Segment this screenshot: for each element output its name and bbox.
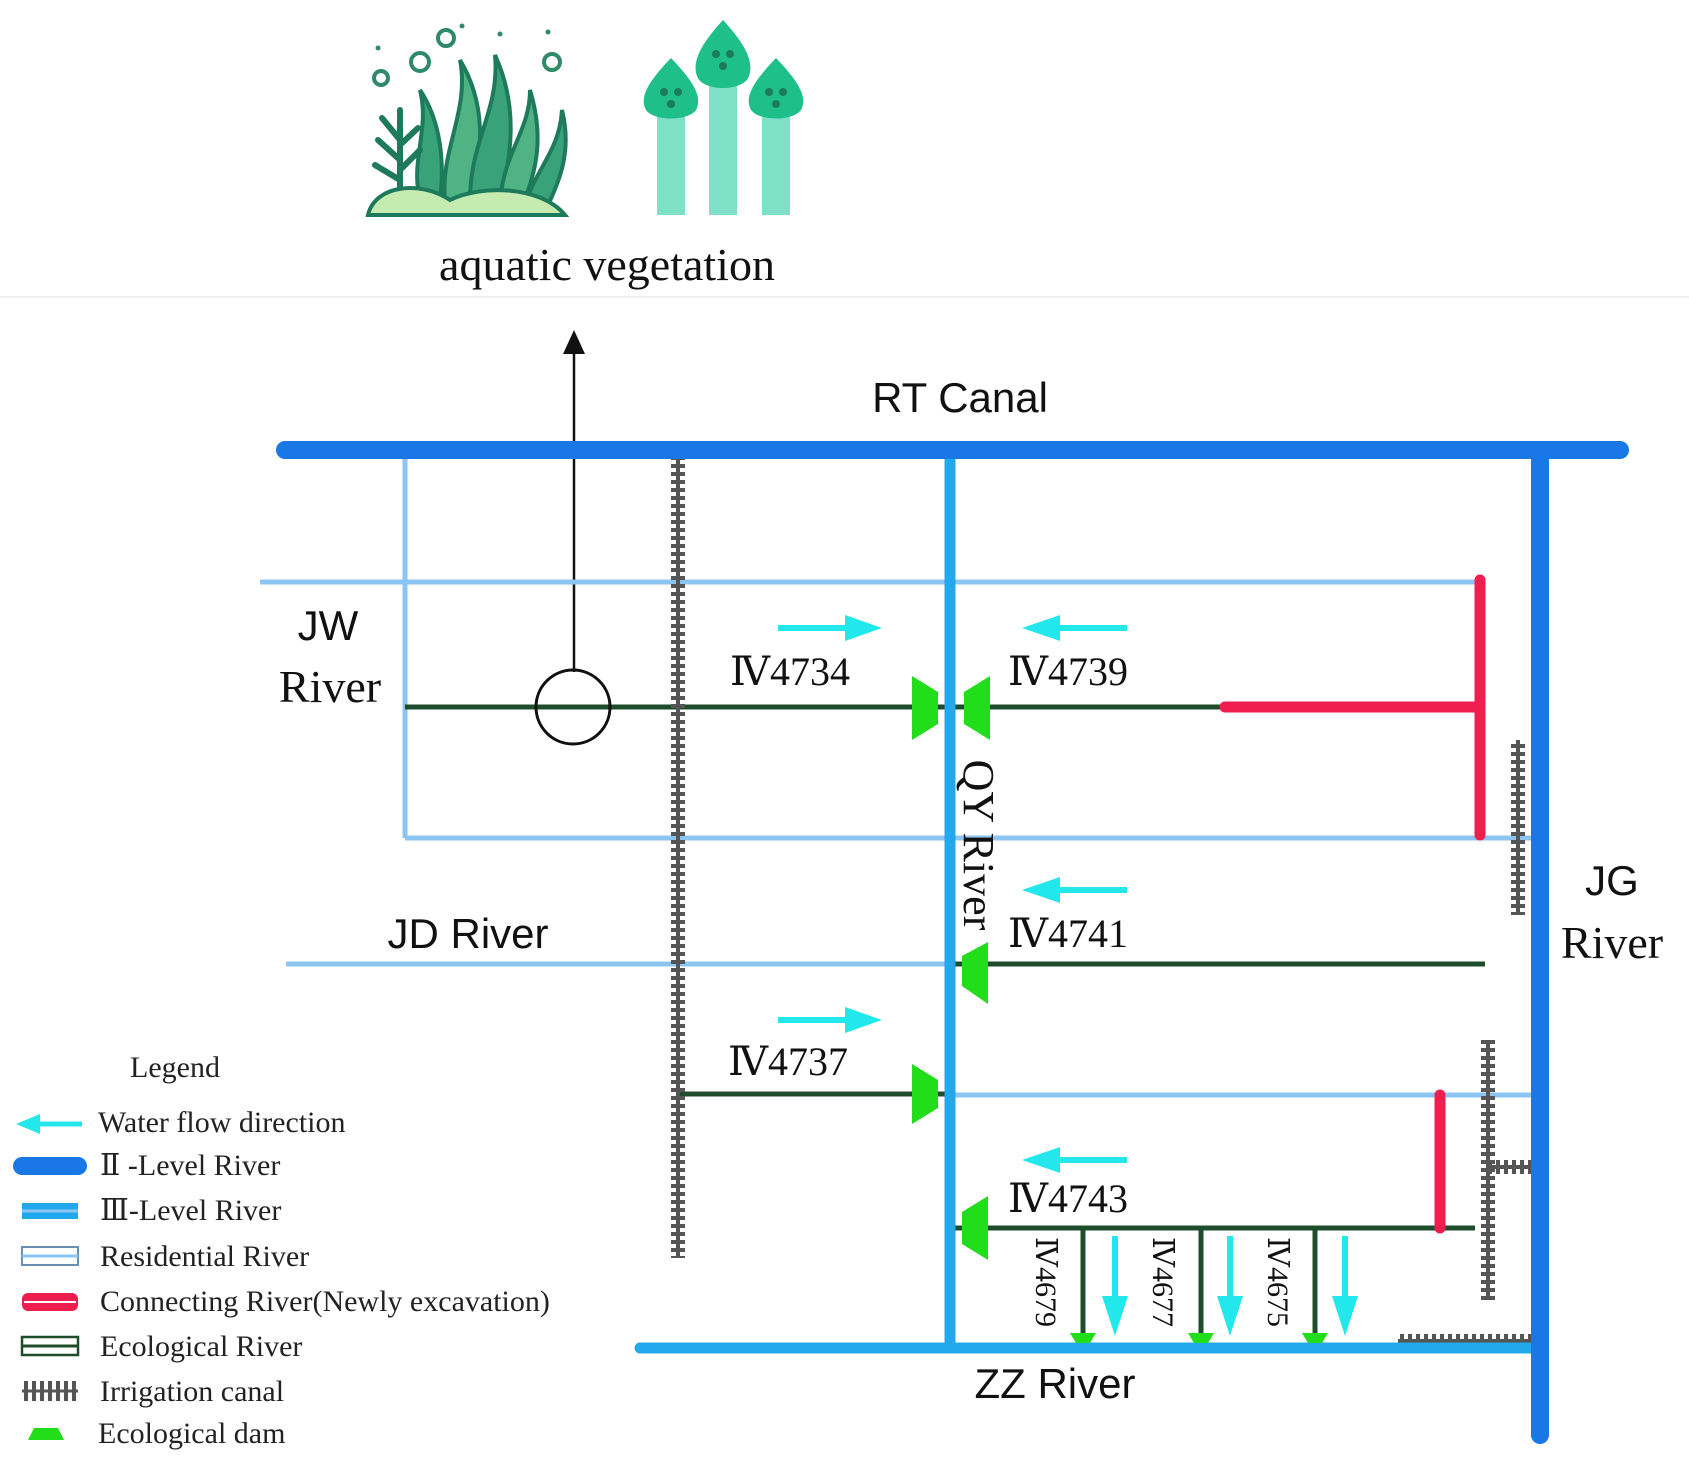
flow-arrow-iv4739	[1022, 615, 1127, 641]
segment-label-iv4679: Ⅳ4679	[1029, 1237, 1062, 1327]
legend-label-connecting: Connecting River(Newly excavation)	[100, 1285, 550, 1318]
flow-arrow-iv4741	[1022, 877, 1127, 903]
zz-river-label: ZZ River	[975, 1360, 1136, 1407]
legend: Legend Water flow direction	[13, 1051, 550, 1450]
legend-label-residential: Residential River	[100, 1240, 309, 1273]
jg-river-label-line1: JG	[1585, 857, 1639, 904]
ecological-dams	[912, 676, 1328, 1343]
jw-river-label-line2: River	[279, 661, 381, 712]
legend-label-level3: Ⅲ-Level River	[100, 1194, 281, 1227]
flow-arrow-iv4679	[1102, 1236, 1128, 1336]
aquatic-plant-icon	[365, 23, 570, 217]
jd-river-label: JD River	[387, 910, 548, 957]
legend-label-irrigation: Irrigation canal	[100, 1375, 284, 1408]
level3-rivers	[634, 444, 1546, 1354]
residential-rivers	[260, 450, 1545, 1098]
segment-label-iv4677: Ⅳ4677	[1146, 1237, 1179, 1327]
vegetation-caption: aquatic vegetation	[439, 239, 775, 290]
flow-arrow-iv4677	[1217, 1236, 1243, 1336]
legend-symbol-flow	[16, 1114, 82, 1134]
pointer-arrowhead	[563, 330, 585, 354]
flow-arrow-iv4737	[778, 1007, 882, 1033]
tree-icon	[643, 20, 804, 215]
legend-label-level2: Ⅱ -Level River	[100, 1149, 280, 1182]
legend-symbol-ecological	[20, 1335, 80, 1357]
connecting-rivers	[1219, 574, 1486, 1234]
segment-label-iv4739: Ⅳ4739	[1008, 649, 1128, 694]
jg-river-label-line2: River	[1561, 917, 1663, 968]
segment-label-iv4741: Ⅳ4741	[1008, 911, 1128, 956]
qy-river-label: QY River	[954, 760, 1003, 931]
legend-label-dam: Ecological dam	[98, 1417, 285, 1450]
flow-arrow-iv4743	[1022, 1147, 1127, 1173]
segment-label-iv4734: Ⅳ4734	[730, 649, 850, 694]
ecological-rivers	[405, 704, 1485, 1348]
legend-symbol-residential	[21, 1246, 79, 1266]
legend-title: Legend	[130, 1051, 220, 1084]
legend-symbol-irrigation	[22, 1381, 78, 1401]
segment-label-iv4743: Ⅳ4743	[1008, 1176, 1128, 1221]
flow-arrows	[778, 615, 1358, 1336]
segment-label-iv4675: Ⅳ4675	[1261, 1237, 1294, 1327]
legend-symbol-level3	[22, 1203, 78, 1219]
legend-symbol-connecting	[22, 1293, 78, 1311]
flow-arrow-iv4734	[778, 615, 882, 641]
legend-label-ecological: Ecological River	[100, 1330, 302, 1363]
legend-label-flow: Water flow direction	[98, 1106, 346, 1139]
flow-arrow-iv4675	[1332, 1236, 1358, 1336]
level2-rivers	[276, 441, 1629, 1444]
jw-river-label-line1: JW	[298, 602, 359, 649]
marker-circle	[534, 668, 612, 746]
segment-label-iv4737: Ⅳ4737	[728, 1039, 848, 1084]
legend-symbol-dam	[28, 1428, 64, 1440]
rt-canal-label: RT Canal	[872, 374, 1048, 421]
